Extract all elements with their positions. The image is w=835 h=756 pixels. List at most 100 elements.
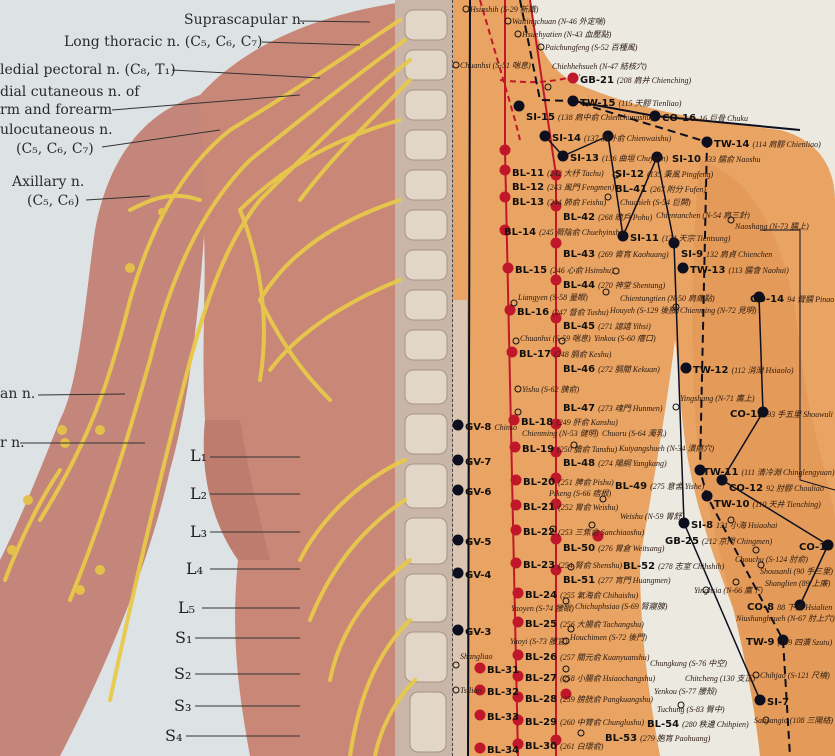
acupoint-label: CO-14: [750, 294, 785, 305]
label-median-n: an n.: [0, 386, 36, 402]
extra-point-marker-icon: [514, 408, 522, 416]
acupoint-dot-bl-41: [550, 169, 562, 181]
acupoint-bl-20: BL-20(251 脾俞 Pishu): [523, 475, 614, 488]
acupoint-label: GB-25: [665, 536, 699, 547]
extra-point-marker-icon: [612, 267, 620, 275]
extra-point-marker-icon: [567, 563, 575, 571]
acupoint-label: BL-21: [523, 502, 556, 513]
acupoint-bl-24: BL-24(255 氣海俞 Chihaishu): [525, 588, 638, 601]
extra-point-label: Tuchung (S-83 臀中): [657, 705, 725, 714]
acupoint-dot-bl-29: [512, 714, 524, 726]
acupoint-description: (248 膈俞 Keshu): [554, 350, 612, 359]
acupoint-bl-48: BL-48(274 陽綱 Yangkang): [563, 456, 667, 469]
nerve-endings: [7, 208, 166, 595]
acupoint-description: (258 小腸俞 Hsiaochangshu): [560, 674, 656, 683]
label-suprascapular-n: Suprascapular n.: [184, 12, 306, 28]
extra-point-marker-icon: [562, 665, 570, 673]
acupoint-dot-bl-21: [510, 499, 522, 511]
acupoint-label: BL-23: [523, 560, 556, 571]
extra-point-marker-icon: [514, 30, 522, 38]
acupoint-description: (261 白環俞): [560, 742, 604, 751]
acupoint-description: (272 膈關 Kekuan): [598, 365, 660, 374]
acupoint-dot-bl-24: [512, 587, 524, 599]
extra-point-marker-icon: [452, 61, 460, 69]
acupoint-description: (271 譩譆 Yihsi): [598, 322, 651, 331]
extra-point-label: Yinghsia (N-66 鷹下): [694, 586, 763, 595]
acupoint-si-13: SI-13(136 曲垣 Chuyuan): [570, 151, 668, 164]
acupoint-label: BL-17: [519, 349, 552, 360]
extra-point-label: Chichuphsiao (S-69 腎寢腺): [575, 602, 668, 611]
extra-point-marker-icon: [514, 385, 522, 393]
acupoint-dot-gv-4: [452, 567, 464, 579]
acupoint-description: (113 臑會 Naohui): [728, 266, 789, 275]
acupoint-dot-bl-17: [506, 346, 518, 358]
extra-point-marker-icon: [672, 303, 680, 311]
acupoint-tw-12: TW-12(112 消濼 Hsiaolo): [693, 363, 794, 376]
acupoint-label: BL-47: [563, 403, 596, 414]
extra-point-marker-icon: [562, 597, 570, 605]
acupoint-si-7: SI-7: [767, 695, 789, 708]
acupoint-dot-bl-48: [550, 446, 562, 458]
segment-l3: L₃: [190, 522, 208, 541]
acupoint-description: 94 臂臑 Pinao: [787, 295, 835, 304]
acupoint-gb-21: GB-21(208 肩井 Chienching): [580, 73, 691, 86]
acupoint-label: SI-15: [526, 112, 555, 123]
extra-point-label: Shanglien (89 上廉): [765, 579, 831, 588]
extra-point-marker-icon: [558, 337, 566, 345]
acupoint-description: 131 小海 Hsiaohai: [716, 521, 778, 530]
acupoint-label: TW-14: [714, 139, 750, 150]
extra-point-marker-icon: [612, 171, 620, 179]
acupoint-description: (260 中膂俞 Chunglushu): [560, 718, 645, 727]
extra-point-marker-icon: [562, 675, 570, 683]
acupoint-description: (269 膏肓 Kaohuang): [598, 250, 669, 259]
acupoint-description: (244 肺俞 Feishu): [547, 198, 607, 207]
extra-point-label: Houchimen (S-72 後門): [570, 633, 647, 642]
extra-point-marker-icon: [452, 661, 460, 669]
extra-point-label: Yaoyen (S-74 腰眼): [511, 604, 574, 613]
acupoint-description: (255 氣海俞 Chihaishu): [560, 591, 639, 600]
acupoint-description: (259 膀胱俞 Pangkuangshu): [560, 695, 653, 704]
acupoint-dot-bl-45: [550, 312, 562, 324]
label-medial-pectoral-n: ledial pectoral n. (C₈, T₁): [0, 62, 176, 78]
acupoint-bl-54: BL-54(280 秩邊 Chihpien): [647, 717, 749, 730]
acupoint-label: BL-50: [563, 543, 596, 554]
acupoint-si-14: SI-14(137 肩外俞 Chienwaishu): [552, 131, 671, 144]
extra-point-label: Hsuehyatien (N-43 血壓點): [522, 30, 612, 39]
acupoint-si-12: SI-12(135 秉風 Pingfeng): [615, 167, 713, 180]
acupoint-description: (112 消濼 Hsiaolo): [731, 366, 794, 375]
acupoint-dot-bl-22: [510, 524, 522, 536]
acupoint-label: GV-7: [465, 457, 492, 468]
acupoint-dot-bl-47: [550, 418, 562, 430]
acupoint-dot-bl-33: [474, 709, 486, 721]
acupoint-dot-gv-3: [452, 624, 464, 636]
acupoint-description: (279 胞肓 Paohuang): [640, 734, 711, 743]
acupoint-dot-bl-52: [550, 564, 562, 576]
extra-point-label: Chouchu (S-124 肘俞): [735, 555, 808, 564]
acupoint-gv-6: GV-6: [465, 485, 491, 498]
extra-point-label: Chuchieh (S-54 巨闕): [620, 198, 691, 207]
acupoint-tw-14: TW-14(114 肩髎 Chienliao): [714, 137, 821, 150]
extra-point-label: Yinkou (S-60 瘖口): [594, 334, 656, 343]
acupoint-label: BL-43: [563, 249, 596, 260]
acupoint-description: (136 曲垣 Chuyuan): [602, 154, 669, 163]
extra-point-marker-icon: [727, 216, 735, 224]
acupoint-label: TW-15: [580, 98, 616, 109]
extra-point-marker-icon: [672, 403, 680, 411]
extra-point-label: Chungkung (S-76 中空): [650, 659, 727, 668]
acupoint-dot-bl-11: [499, 144, 511, 156]
acupoint-description: (135 秉風 Pingfeng): [647, 170, 714, 179]
extra-point-marker-icon: [727, 516, 735, 524]
acupoint-label: SI-10: [672, 154, 701, 165]
acupoint-gb-25: GB-25(212 京門 Chingmen): [665, 534, 772, 547]
acupoint-bl-12: BL-12(243 風門 Fengmen): [512, 180, 614, 193]
acupoint-dot-bl-28: [512, 691, 524, 703]
acupoint-description: 88 下廉 Hsialien: [777, 603, 833, 612]
acupoint-label: BL-44: [563, 280, 596, 291]
acupoint-description: (134 天宗 Tientsung): [662, 234, 731, 243]
acupoint-description: (273 魂門 Hunmen): [598, 404, 663, 413]
acupoint-dot-bl-34: [474, 742, 486, 754]
acupoint-bl-23: BL-23(254 腎俞 Shenshu): [523, 558, 622, 571]
extra-point-label: Chienming (N-72 見明): [680, 306, 757, 315]
